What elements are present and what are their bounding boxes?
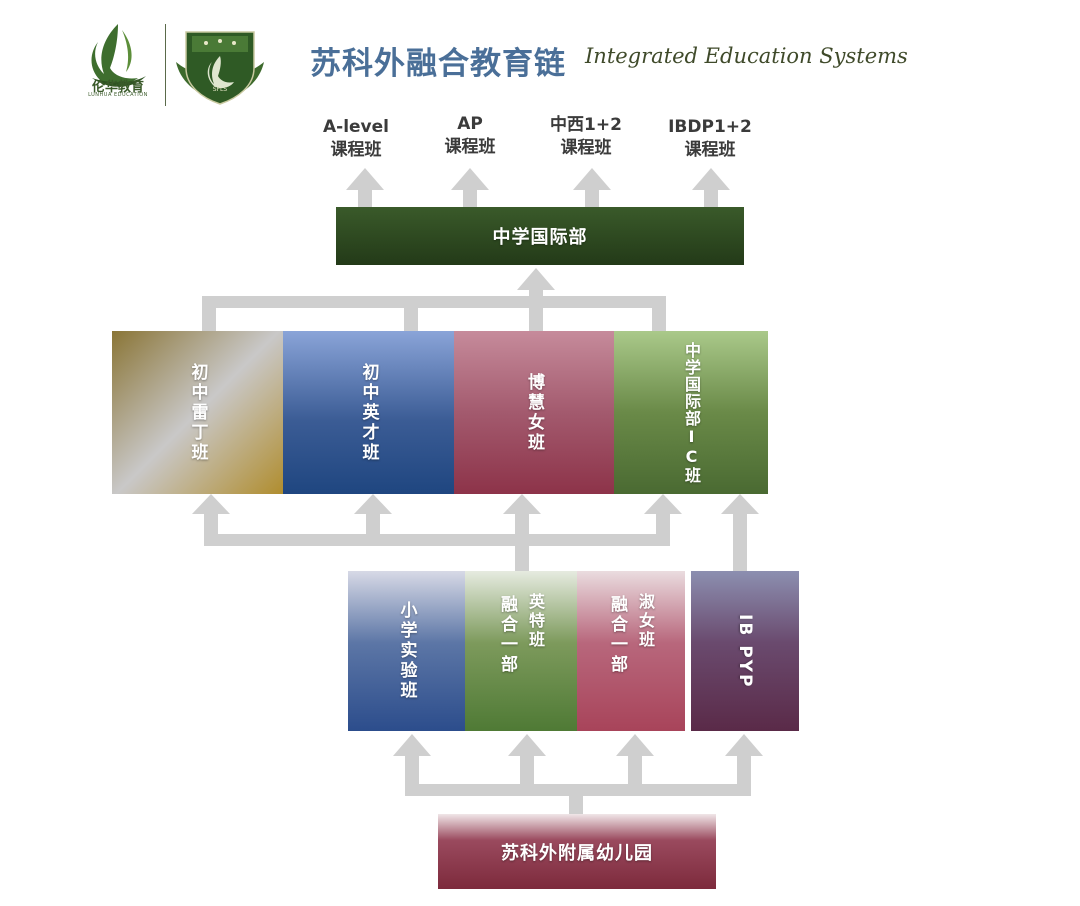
- bohui-girls-class-box: 博慧女班: [454, 331, 614, 494]
- elite-class-box: 初中英才班: [283, 331, 454, 494]
- fusion-b-label: 融合一部: [607, 595, 627, 675]
- reading-class-box: 初中雷丁班: [112, 331, 283, 494]
- kindergarten-label: 苏科外附属幼儿园: [501, 842, 653, 864]
- fusion-a-label: 融合一部: [497, 595, 517, 675]
- track-zhongxi-name: 中西1+2: [550, 115, 622, 135]
- track-alevel-name: A-level: [322, 117, 389, 137]
- reading-class-label: 初中雷丁班: [187, 362, 208, 463]
- lunhua-logo-subtext: LUNHUA EDUCATION: [88, 92, 148, 98]
- ib-pyp-box: IB PYP: [691, 571, 799, 731]
- experimental-class-box: 小学实验班: [348, 571, 465, 731]
- ib-pyp-label: IB PYP: [735, 613, 755, 689]
- ic-class-label: 中学国际部IC班: [682, 341, 701, 484]
- fusion-b-sublabel: 淑女班: [636, 593, 655, 650]
- logo-divider: [165, 24, 166, 106]
- track-alevel-class: 课程班: [330, 140, 382, 160]
- experimental-class-label: 小学实验班: [396, 601, 417, 701]
- lunhua-logo-text: 伦华教育: [91, 80, 144, 95]
- international-department: 中学国际部: [336, 207, 744, 265]
- school-emblem-text: SFLS: [212, 86, 228, 93]
- fusion-a-box: 融合一部 英特班: [465, 571, 577, 731]
- page-title-chinese: 苏科外融合教育链: [310, 46, 566, 82]
- kindergarten-box: 苏科外附属幼儿园: [438, 814, 716, 889]
- bohui-girls-class-label: 博慧女班: [524, 372, 544, 453]
- track-zhongxi-class: 课程班: [560, 138, 612, 158]
- page-title-english: Integrated Education Systems: [585, 44, 908, 68]
- fusion-a-sublabel: 英特班: [526, 593, 545, 650]
- track-ap: AP 课程班: [414, 113, 526, 159]
- track-ap-class: 课程班: [444, 137, 496, 157]
- elite-class-label: 初中英才班: [358, 362, 379, 463]
- track-alevel: A-level 课程班: [300, 116, 412, 162]
- fusion-b-box: 融合一部 淑女班: [577, 571, 685, 731]
- ic-class-box: 中学国际部IC班: [614, 331, 768, 494]
- track-ibdp-name: IBDP1+2: [668, 117, 752, 137]
- track-ap-name: AP: [457, 114, 483, 134]
- track-zhongxi: 中西1+2 课程班: [530, 114, 642, 160]
- lunhua-logo: [91, 24, 146, 87]
- international-department-label: 中学国际部: [492, 227, 588, 248]
- track-ibdp: IBDP1+2 课程班: [651, 116, 769, 162]
- track-ibdp-class: 课程班: [684, 140, 736, 160]
- school-emblem-logo: [176, 31, 264, 105]
